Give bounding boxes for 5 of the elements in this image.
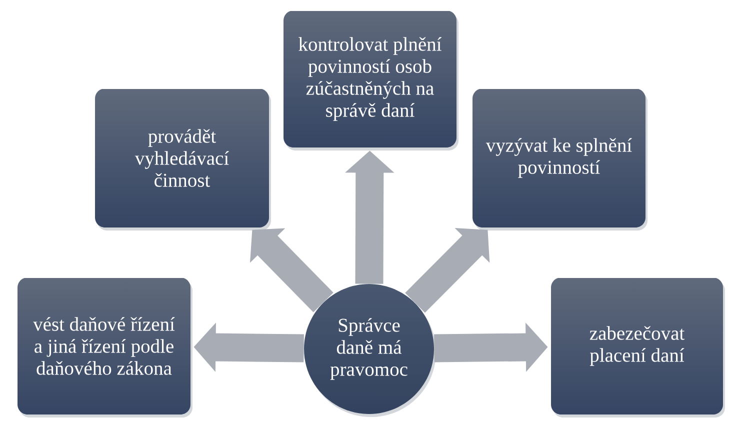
task-box: vyzývat ke splnění povinností (472, 89, 648, 230)
task-box: vést daňové řízení a jiná řízení podle daňového zákona (18, 278, 192, 418)
task-box: zabezečovat placení daní (551, 278, 725, 418)
task-box: provádět vyhledávací činnost (95, 89, 271, 230)
task-box: kontrolovat plnění povinností osob zúčastněných na správě daní (284, 11, 458, 150)
